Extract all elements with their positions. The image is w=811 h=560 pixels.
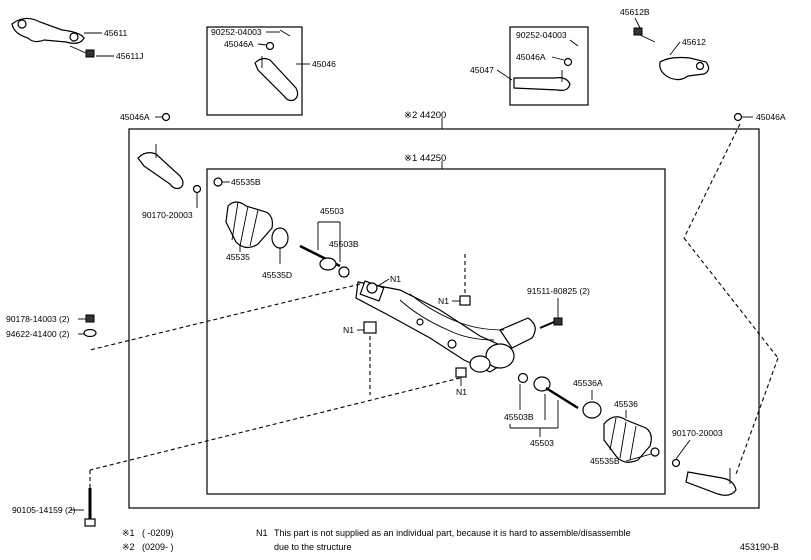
label-45503-top: 45503 [320, 206, 344, 216]
clamp-45535D [271, 227, 289, 249]
label-n1-a: N1 [390, 274, 401, 284]
knuckle-arm-left [11, 17, 85, 44]
nut-45046A-a [265, 41, 275, 51]
bolt-90105 [84, 488, 96, 527]
label-45503B-bottom: 45503B [504, 412, 534, 422]
footnote-1-range: ( -0209) [142, 528, 174, 538]
footnote-1-mark: ※1 [122, 528, 135, 538]
steering-rack-housing [355, 280, 536, 373]
label-90170-right: 90170-20003 [672, 428, 723, 438]
tie-rod-45503-right [533, 376, 579, 410]
boot-45535 [225, 201, 273, 249]
label-91511: 91511-80825 (2) [527, 286, 590, 296]
label-45611: 45611 [104, 28, 127, 38]
label-90178: 90178-14003 (2) [6, 314, 70, 324]
label-45611J: 45611J [116, 51, 144, 61]
label-94622: 94622-41400 (2) [6, 329, 70, 339]
label-90170-left: 90170-20003 [142, 210, 193, 220]
bushing-n1-c [363, 321, 377, 334]
label-45612B: 45612B [620, 7, 650, 17]
footnote-n1-text-1: This part is not supplied as an individu… [274, 528, 631, 538]
label-45535D: 45535D [262, 270, 292, 280]
label-45046A-right: 45046A [756, 112, 786, 122]
box-45047 [509, 26, 589, 106]
cotter-pin-a [279, 29, 291, 37]
clamp-45535B-bottom [650, 447, 660, 457]
clamp-45535B-top [213, 177, 223, 187]
bolt-45612B [633, 27, 656, 43]
inner-assembly-label: ※1 44250 [404, 153, 446, 164]
label-45536: 45536 [614, 399, 638, 409]
label-n1-b: N1 [438, 296, 449, 306]
label-45047: 45047 [470, 65, 494, 75]
tie-rod-end-45047 [513, 70, 571, 91]
box-45046 [206, 26, 303, 116]
label-45046: 45046 [312, 59, 336, 69]
footnote-n1-text-2: due to the structure [274, 542, 352, 552]
bushing-n1-d [455, 367, 467, 378]
label-90105: 90105-14159 (2) [12, 505, 76, 515]
tie-rod-end-left [137, 144, 184, 190]
label-45046A-b: 45046A [516, 52, 546, 62]
bolt-91511 [539, 317, 563, 329]
label-45046A-left: 45046A [120, 112, 150, 122]
tie-rod-45503-left [299, 244, 341, 271]
label-n1-c: N1 [343, 325, 354, 335]
nut-90170-left [192, 184, 202, 194]
nut-45046A-right [733, 112, 743, 122]
diagram-code: 453190-B [740, 542, 779, 552]
nut-45046A-b [563, 57, 573, 67]
label-n1-d: N1 [456, 387, 467, 397]
tie-rod-end-45046 [254, 56, 299, 102]
knuckle-arm-right [659, 56, 710, 81]
inner-assembly-frame [206, 168, 666, 495]
clamp-45536A [582, 401, 602, 419]
label-45612: 45612 [682, 37, 706, 47]
label-45535B-top: 45535B [231, 177, 261, 187]
bushing-n1-b [459, 295, 471, 306]
outer-assembly-label: ※2 44200 [404, 110, 446, 121]
label-45503B-top: 45503B [329, 239, 359, 249]
tie-rod-end-right [685, 468, 737, 496]
washer-94622 [83, 328, 97, 338]
footnote-2-range: (0209- ) [142, 542, 174, 552]
nut-90178 [85, 314, 95, 323]
nut-45046A-left [161, 112, 171, 122]
bolt-45611J [69, 45, 95, 58]
outer-assembly-frame [128, 128, 760, 509]
label-45503-bottom: 45503 [530, 438, 554, 448]
footnote-n1-mark: N1 [256, 528, 268, 538]
washer-45503B-bottom [517, 372, 529, 384]
label-45536A: 45536A [573, 378, 603, 388]
nut-90170-right [671, 458, 681, 468]
boot-45536 [603, 416, 652, 463]
label-45535B-bottom: 45535B [590, 456, 620, 466]
label-90252-a: 90252-04003 [211, 27, 262, 37]
washer-45503B-top [338, 266, 350, 278]
label-90252-b: 90252-04003 [516, 30, 567, 40]
label-45046A-a: 45046A [224, 39, 254, 49]
label-45535: 45535 [226, 252, 250, 262]
footnote-2-mark: ※2 [122, 542, 135, 552]
